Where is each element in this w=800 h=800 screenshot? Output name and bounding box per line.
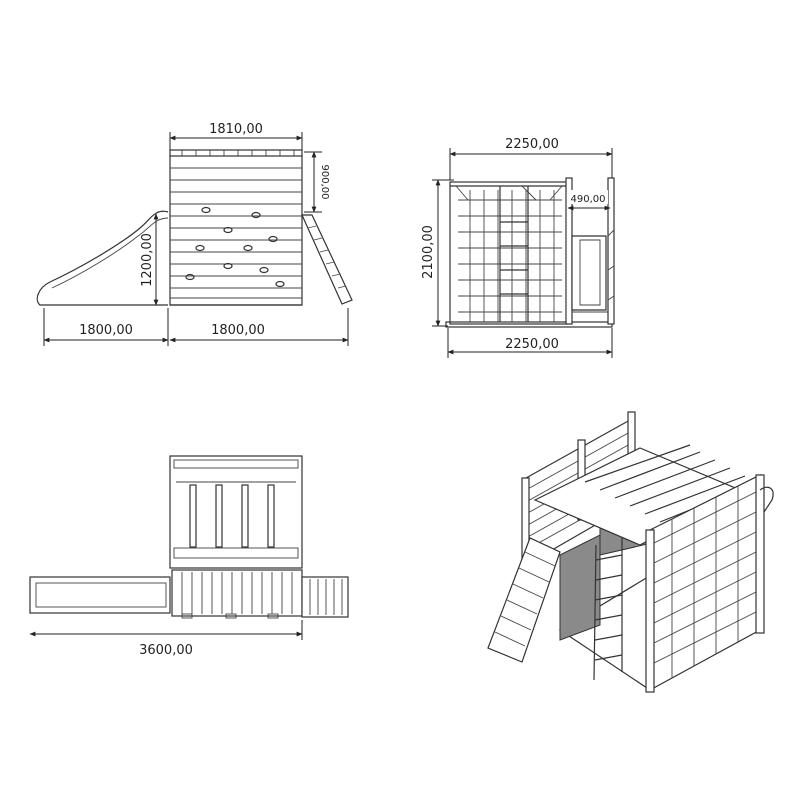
platform-top-view	[171, 569, 303, 617]
climbing-holds	[185, 206, 285, 288]
side-panel-dark	[559, 534, 601, 641]
climbing-grid	[458, 190, 562, 322]
ramp-steps	[307, 225, 347, 289]
dim-slide-width: 490,00	[571, 194, 606, 205]
isometric-view	[487, 411, 774, 693]
iso-ramp-slats	[494, 551, 556, 647]
slide-end-view	[571, 235, 607, 311]
dim-slide-length: 1800,00	[79, 323, 133, 338]
ramp-top-slats	[309, 579, 343, 615]
ramp-top-view	[301, 576, 349, 618]
dim-side-width-bottom: 2250,00	[505, 337, 559, 352]
dim-side-height: 2100,00	[421, 225, 436, 279]
front-view: 1810,00 900,00 1200,00 1800,00 1800,00	[36, 122, 353, 346]
side-view: 2250,00 490,00 2100,00 2250,00	[421, 137, 615, 358]
climbing-ramp	[301, 214, 353, 305]
wall-planks	[170, 167, 302, 299]
top-beams	[176, 481, 296, 548]
slide-top-view	[29, 576, 171, 614]
iso-ladder	[593, 538, 623, 681]
dim-total-length: 3600,00	[139, 643, 193, 658]
top-view: 3600,00	[29, 455, 349, 658]
iso-climbing-ramp	[487, 537, 561, 663]
monkey-bar-frame	[449, 181, 569, 325]
climbing-wall-panel	[169, 154, 303, 306]
dim-front-width: 1810,00	[209, 122, 263, 137]
dim-front-upper-height: 900,00	[319, 165, 330, 200]
dim-platform-height: 1200,00	[140, 233, 155, 287]
ladder	[499, 186, 529, 322]
top-railing	[169, 149, 303, 157]
slide	[36, 210, 169, 306]
platform-planks	[181, 572, 293, 614]
front-grid-lines	[649, 486, 761, 678]
dim-base-length: 1800,00	[211, 323, 265, 338]
frame-top-view	[169, 455, 303, 569]
dim-side-width-top: 2250,00	[505, 137, 559, 152]
